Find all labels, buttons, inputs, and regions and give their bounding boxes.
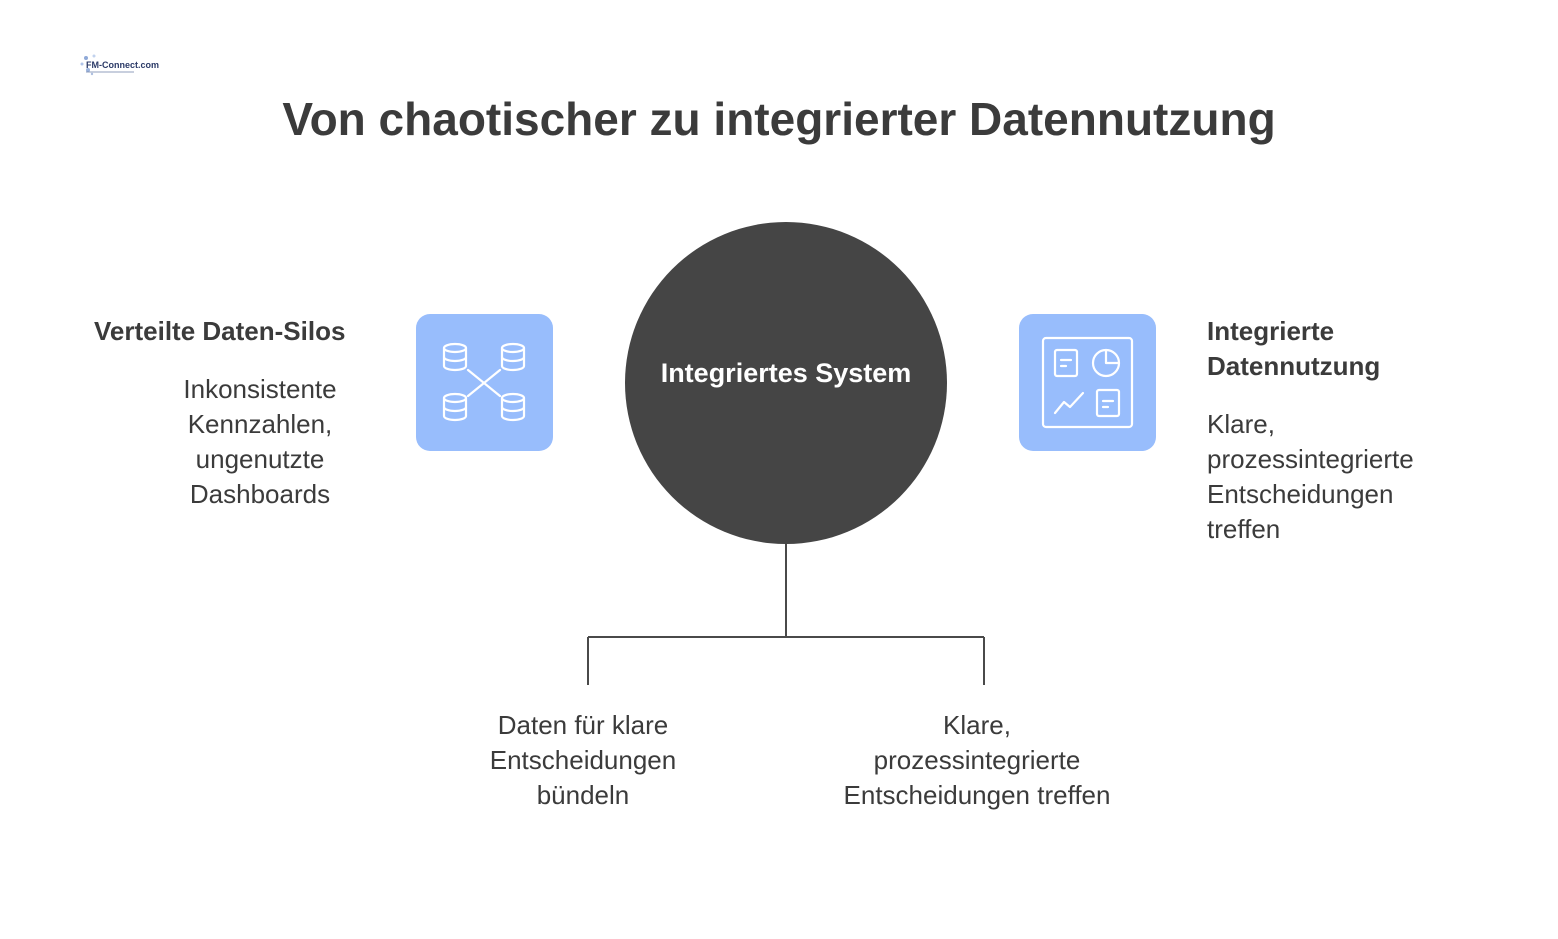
central-system-circle bbox=[625, 222, 947, 544]
left-description: Inkonsistente Kennzahlen, ungenutzte Das… bbox=[183, 374, 337, 509]
branch-left-text: Daten für klare Entscheidungen bündeln bbox=[489, 710, 677, 810]
branch-connectors bbox=[587, 544, 985, 685]
right-description: Klare, prozessintegrierte Entscheidungen… bbox=[1207, 409, 1414, 544]
branch-right-text: Klare, prozessintegrierte Entscheidungen… bbox=[843, 710, 1111, 810]
left-heading: Verteilte Daten-Silos bbox=[94, 316, 346, 346]
logo-icon bbox=[80, 54, 134, 76]
database-network-icon bbox=[416, 314, 553, 451]
page-title: Von chaotischer zu integrierter Datennut… bbox=[282, 93, 1276, 145]
logo-text: FM-Connect.com bbox=[86, 60, 159, 70]
right-heading: Integrierte Datennutzung bbox=[1207, 316, 1381, 381]
dashboard-icon bbox=[1019, 314, 1156, 451]
central-system-label: Integriertes System bbox=[660, 358, 912, 388]
